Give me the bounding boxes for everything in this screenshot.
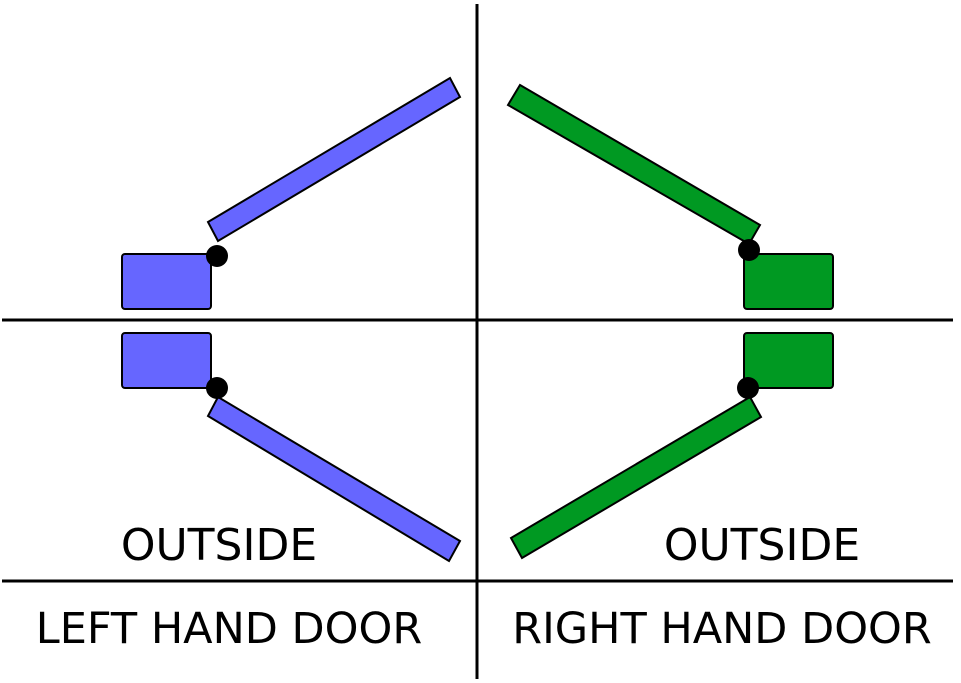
left-hinge-top-icon xyxy=(206,245,228,267)
left-door-leaf-bottom xyxy=(206,395,462,563)
left-outside-label: OUTSIDE xyxy=(121,520,317,571)
left-door-inside xyxy=(121,76,462,310)
left-door-leaf-top xyxy=(206,76,462,243)
left-door-outside xyxy=(121,332,462,563)
right-hinge-top-icon xyxy=(738,239,760,261)
left-hand-door-caption: LEFT HAND DOOR xyxy=(36,604,422,654)
right-hinge-bottom-icon xyxy=(737,377,759,399)
right-outside-label: OUTSIDE xyxy=(664,520,860,571)
right-door-leaf-bottom xyxy=(509,395,763,560)
right-door-inside xyxy=(506,83,834,310)
left-hinge-bottom-icon xyxy=(206,377,228,399)
right-hand-door-caption: RIGHT HAND DOOR xyxy=(512,604,932,654)
right-door-frame-top xyxy=(743,253,834,310)
left-door-frame-top xyxy=(121,253,212,310)
right-door-outside xyxy=(509,332,834,560)
right-door-frame-bottom xyxy=(743,332,834,389)
left-door-frame-bottom xyxy=(121,332,212,389)
right-door-leaf-top xyxy=(506,83,762,246)
